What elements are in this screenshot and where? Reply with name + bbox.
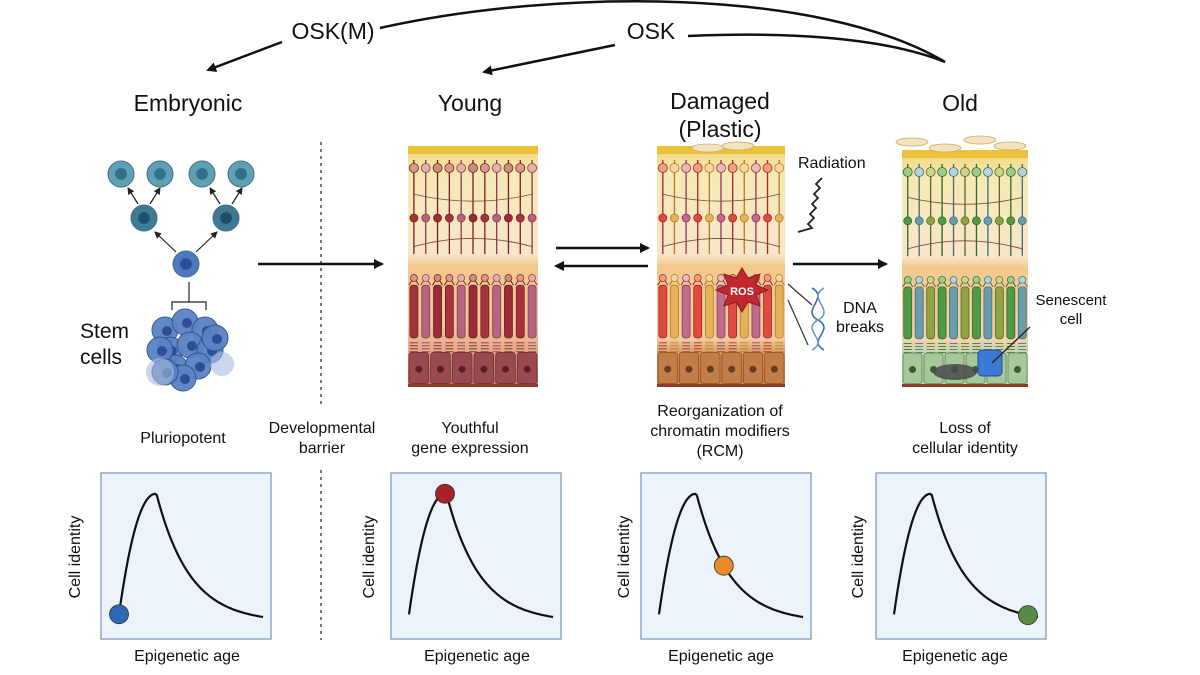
osk-m-arrow (206, 0, 946, 72)
differentiated-cell-2 (146, 160, 174, 188)
dna-breaks-label-line1: DNA (843, 300, 877, 317)
description-damaged-line2: chromatin modifiers (650, 423, 790, 440)
chart-2-xlabel: Epigenetic age (424, 648, 530, 665)
barrier-label-line2: barrier (298, 440, 346, 457)
radiation-icon (797, 177, 823, 233)
chart-2-curve (407, 492, 554, 619)
stem-cell-cluster (146, 308, 234, 392)
senescent-cell-label-line2: cell (1059, 311, 1083, 328)
description-damaged-line3: (RCM) (696, 443, 744, 460)
description-old-line2: cellular identity (912, 440, 1018, 457)
stage-title-young: Young (437, 90, 503, 116)
chart-1-marker (109, 604, 129, 625)
stem-cell-lineage (107, 160, 255, 392)
chart-1-ylabel: Cell identity (67, 515, 84, 599)
senescent-cell-label-line1: Senescent (1035, 292, 1107, 309)
description-old-line1: Loss of (939, 420, 991, 437)
dna-breaks-label-line2: breaks (835, 319, 885, 336)
osk-m-label: OSK(M) (291, 18, 375, 44)
description-embryonic: Pluriopotent (140, 430, 226, 447)
senescent-pointer (991, 326, 1031, 364)
chart-2-ylabel: Cell identity (361, 515, 378, 599)
stem-cells-label-line2: cells (80, 346, 123, 369)
senescent-cell (977, 349, 1003, 377)
chart-2 (390, 472, 562, 640)
description-damaged-line1: Reorganization of (657, 403, 783, 420)
chart-3 (640, 472, 812, 640)
chart-1-xlabel: Epigenetic age (134, 648, 240, 665)
chart-1 (100, 472, 272, 640)
chart-3-curve (657, 492, 804, 619)
stage-title-damaged-line1: Damaged (670, 88, 770, 114)
chart-1-curve (117, 492, 264, 619)
chart-4-curve (892, 492, 1039, 619)
progenitor-cell (172, 250, 200, 278)
chart-2-marker (435, 483, 455, 504)
ros-label: ROS (730, 286, 754, 298)
stage-title-embryonic: Embryonic (133, 90, 243, 116)
stem-cells-label-line1: Stem (80, 320, 130, 343)
ros-burst: ROS (714, 267, 770, 313)
radiation-label: Radiation (798, 155, 866, 172)
chart-4-marker (1018, 605, 1038, 626)
cell-identity-charts (100, 472, 1047, 640)
osk-label: OSK (626, 18, 676, 44)
chart-4-xlabel: Epigenetic age (902, 648, 1008, 665)
intermediate-cell-right (212, 204, 240, 232)
stage-title-damaged-line2: (Plastic) (678, 116, 762, 142)
old-retina-illustration (895, 135, 1028, 387)
differentiated-cell-1 (107, 160, 135, 188)
young-retina-illustration (408, 146, 538, 387)
description-young-line2: gene expression (411, 440, 529, 457)
dna-helix-icon (787, 283, 825, 351)
description-young-line1: Youthful (441, 420, 499, 437)
chart-3-marker (713, 555, 734, 576)
chart-3-xlabel: Epigenetic age (668, 648, 774, 665)
chart-4 (875, 472, 1047, 640)
chart-4-ylabel: Cell identity (850, 515, 867, 599)
stage-title-old: Old (942, 90, 978, 116)
damaged-retina-illustration (657, 141, 785, 387)
barrier-label-line1: Developmental (268, 420, 376, 437)
differentiated-cell-3 (188, 160, 216, 188)
differentiated-cell-4 (227, 160, 255, 188)
chart-3-ylabel: Cell identity (616, 515, 633, 599)
osk-arrow (482, 33, 946, 76)
intermediate-cell-left (130, 204, 158, 232)
